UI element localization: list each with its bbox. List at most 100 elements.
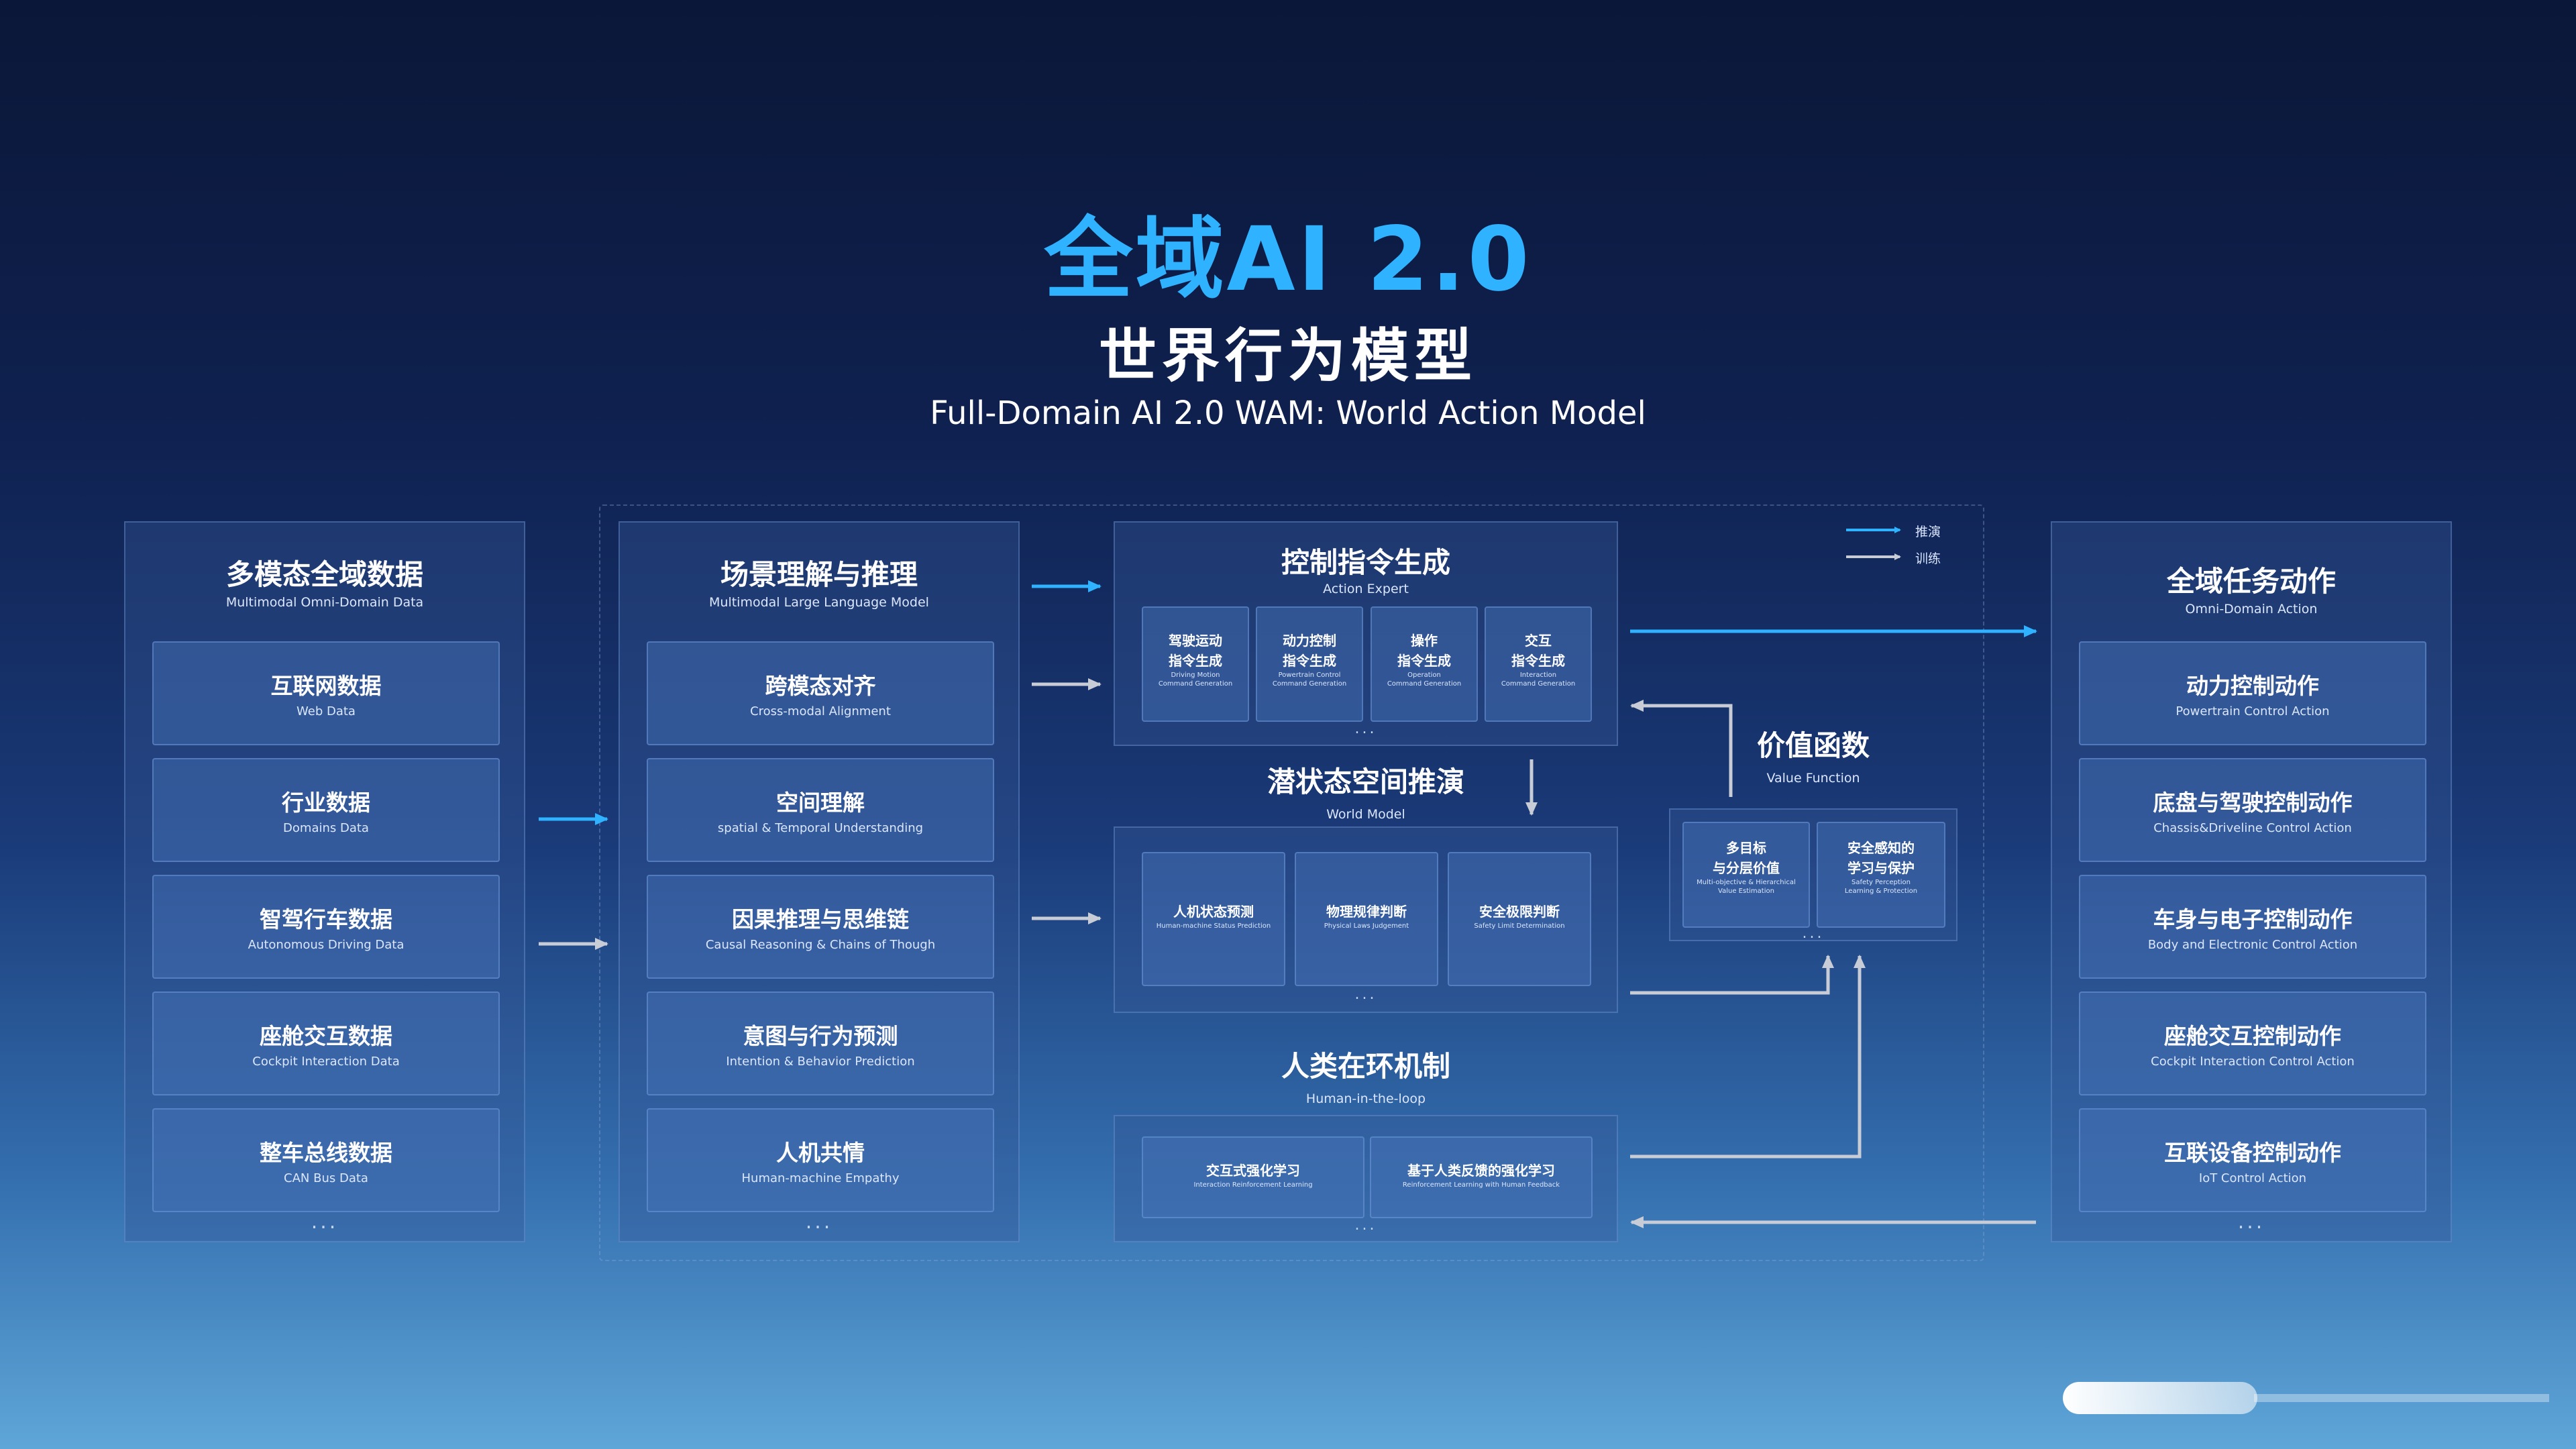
data-card-cockpit: 座舱交互数据 Cockpit Interaction Data [152,991,500,1095]
action-expert-card-operation: 操作 指令生成 Operation Command Generation [1371,606,1478,722]
card-title: 行业数据 [282,790,370,816]
more-indicator: ... [1354,986,1377,1003]
mllm-panel-subtitle: Multimodal Large Language Model [709,595,929,610]
card-title: 跨模态对齐 [765,673,876,699]
card-title: 互联网数据 [270,673,382,699]
card-subtitle-line1: Operation [1407,672,1441,679]
human-loop-subtitle: Human-in-the-loop [1305,1091,1426,1106]
main-title: 全域AI 2.0 [1044,208,1532,311]
action-panel: 全域任务动作 Omni-Domain Action 动力控制动作 Powertr… [2051,521,2452,1242]
card-title: 座舱交互数据 [260,1023,392,1049]
card-subtitle: Cockpit Interaction Control Action [2151,1055,2355,1069]
action-card-chassis: 底盘与驾驶控制动作 Chassis&Driveline Control Acti… [2079,758,2426,862]
card-subtitle: Powertrain Control Action [2176,704,2330,718]
value-function-card-multi-objective: 多目标 与分层价值 Multi-objective & Hierarchical… [1682,822,1810,928]
mllm-card-empathy: 人机共情 Human-machine Empathy [647,1108,994,1212]
card-title: 空间理解 [776,790,865,816]
card-subtitle-line2: Value Estimation [1718,888,1774,895]
more-indicator: ... [2237,1210,2265,1234]
card-title-line2: 学习与保护 [1847,860,1915,876]
card-title: 智驾行车数据 [260,906,392,932]
value-function-subtitle: Value Function [1766,771,1860,786]
card-subtitle: Domains Data [283,821,369,835]
card-title: 车身与电子控制动作 [2153,906,2353,932]
card-title-line2: 指令生成 [1397,653,1451,669]
human-loop-card-interactive-rl: 交互式强化学习 Interaction Reinforcement Learni… [1142,1136,1364,1218]
card-title: 互联设备控制动作 [2164,1140,2341,1166]
world-model-panel: 人机状态预测 Human-machine Status Prediction 物… [1114,826,1618,1013]
card-subtitle: Human-machine Empathy [741,1171,900,1185]
card-subtitle: Web Data [297,704,356,718]
action-card-powertrain: 动力控制动作 Powertrain Control Action [2079,641,2426,745]
mllm-card-alignment: 跨模态对齐 Cross-modal Alignment [647,641,994,745]
action-expert-card-driving: 驾驶运动 指令生成 Driving Motion Command Generat… [1142,606,1249,722]
model-frame [599,504,1984,1261]
card-subtitle: Body and Electronic Control Action [2147,938,2358,952]
arrow-human-loop-to-value-function [1630,955,1866,1159]
card-title-line2: 指令生成 [1283,653,1336,669]
data-card-driving: 智驾行车数据 Autonomous Driving Data [152,875,500,979]
action-expert-title: 控制指令生成 [1281,546,1450,579]
action-expert-card-interaction: 交互 指令生成 Interaction Command Generation [1485,606,1592,722]
more-indicator: ... [311,1210,339,1234]
card-subtitle-line1: Multi-objective & Hierarchical [1697,879,1796,886]
card-subtitle: Intention & Behavior Prediction [726,1055,915,1069]
card-subtitle-line2: Command Generation [1501,680,1576,688]
card-title-line2: 指令生成 [1169,653,1222,669]
card-title: 座舱交互控制动作 [2164,1023,2341,1049]
more-indicator: ... [805,1210,833,1234]
card-subtitle: spatial & Temporal Understanding [717,821,924,835]
card-title: 交互式强化学习 [1206,1163,1300,1179]
mllm-card-spatial: 空间理解 spatial & Temporal Understanding [647,758,994,862]
card-subtitle: Human-machine Status Prediction [1156,922,1271,930]
action-card-cockpit: 座舱交互控制动作 Cockpit Interaction Control Act… [2079,991,2426,1095]
card-subtitle-line1: Powertrain Control [1278,672,1341,679]
card-subtitle: Safety Limit Determination [1474,922,1565,930]
card-subtitle: Interaction Reinforcement Learning [1193,1181,1313,1189]
value-function-heading: 价值函数 Value Function [1669,723,1957,786]
card-title: 整车总线数据 [260,1140,392,1166]
legend-training-label: 训练 [1915,551,1941,566]
legend-inference-label: 推演 [1915,525,1941,539]
action-card-body: 车身与电子控制动作 Body and Electronic Control Ac… [2079,875,2426,979]
card-title: 基于人类反馈的强化学习 [1407,1163,1555,1179]
mllm-panel: 场景理解与推理 Multimodal Large Language Model … [619,521,1020,1242]
card-title: 意图与行为预测 [743,1023,898,1049]
world-model-title: 潜状态空间推演 [1267,765,1464,798]
mllm-panel-title: 场景理解与推理 [720,558,918,591]
data-panel-subtitle: Multimodal Omni-Domain Data [225,595,424,610]
subtitle-chinese: 世界行为模型 [1099,323,1477,390]
human-loop-heading: 人类在环机制 Human-in-the-loop [1114,1044,1618,1106]
mllm-card-intention: 意图与行为预测 Intention & Behavior Prediction [647,991,994,1095]
scroll-rail [2254,1394,2549,1402]
action-card-iot: 互联设备控制动作 IoT Control Action [2079,1108,2426,1212]
card-title: 底盘与驾驶控制动作 [2153,790,2353,816]
card-title-line2: 与分层价值 [1713,860,1780,876]
card-title-line2: 指令生成 [1511,653,1565,669]
card-subtitle: Causal Reasoning & Chains of Though [705,938,936,952]
world-model-card-status: 人机状态预测 Human-machine Status Prediction [1142,852,1285,986]
scroll-indicator [2063,1382,2257,1414]
card-subtitle: Chassis&Driveline Control Action [2153,821,2352,835]
card-title: 安全极限判断 [1479,904,1560,920]
card-subtitle-line1: Safety Perception [1851,879,1911,886]
subtitle-english: Full-Domain AI 2.0 WAM: World Action Mod… [930,394,1646,432]
card-title-line1: 动力控制 [1283,633,1336,649]
action-panel-title: 全域任务动作 [2166,565,2336,598]
card-title: 人机状态预测 [1173,904,1254,920]
card-subtitle-line2: Command Generation [1272,680,1347,688]
card-subtitle-line2: Learning & Protection [1844,888,1918,895]
card-subtitle-line1: Driving Motion [1171,672,1220,679]
action-panel-subtitle: Omni-Domain Action [2185,602,2318,616]
mllm-card-causal: 因果推理与思维链 Causal Reasoning & Chains of Th… [647,875,994,979]
card-title-line1: 多目标 [1726,840,1766,856]
value-function-title: 价值函数 [1756,729,1870,762]
card-subtitle-line2: Command Generation [1158,680,1233,688]
card-subtitle-line2: Command Generation [1387,680,1462,688]
human-loop-card-rlhf: 基于人类反馈的强化学习 Reinforcement Learning with … [1370,1136,1593,1218]
world-model-card-safety: 安全极限判断 Safety Limit Determination [1448,852,1591,986]
card-title-line1: 驾驶运动 [1169,633,1222,649]
action-expert-subtitle: Action Expert [1323,582,1409,596]
card-subtitle: IoT Control Action [2198,1171,2307,1185]
